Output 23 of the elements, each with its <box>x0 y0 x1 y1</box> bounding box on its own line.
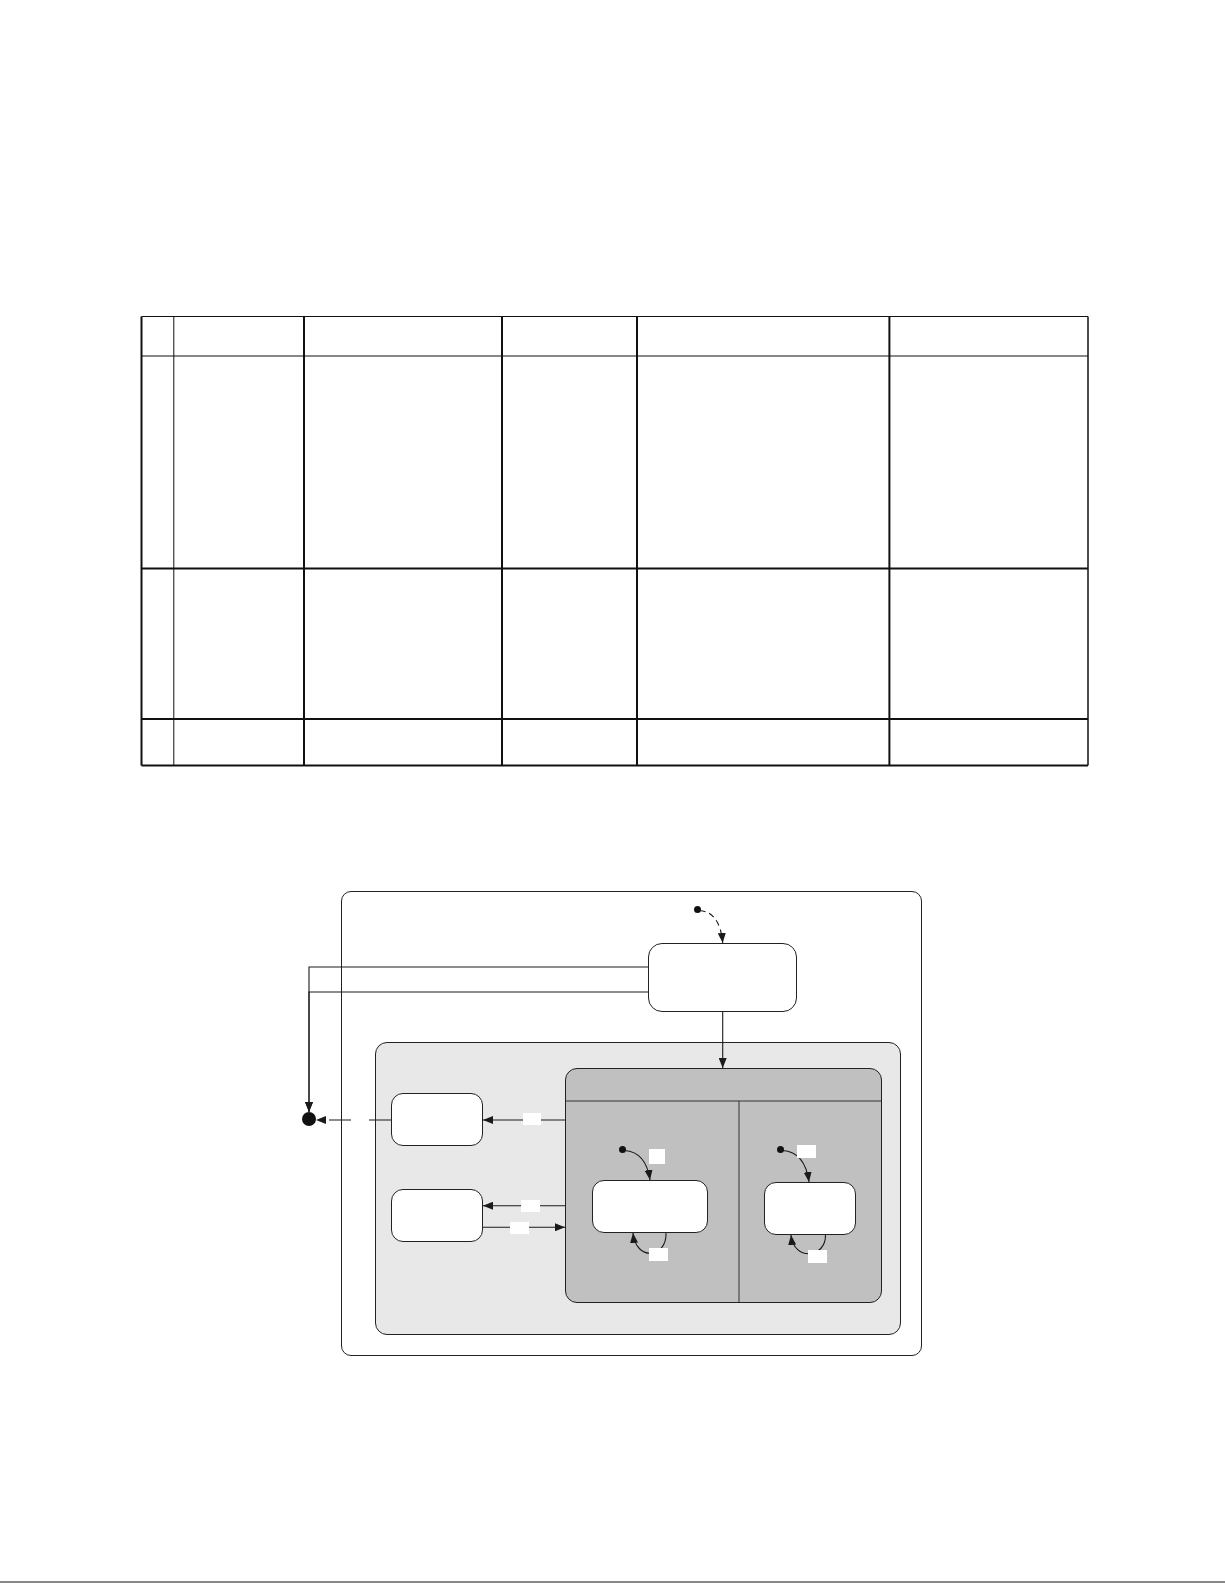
arrow <box>781 1149 812 1183</box>
initial-state-dot <box>619 1146 626 1153</box>
final-state-circle <box>302 1112 316 1126</box>
arrow <box>631 1232 667 1254</box>
arrow <box>718 1011 727 1069</box>
arrow <box>789 1234 827 1255</box>
arrow <box>482 1201 566 1210</box>
state-frame <box>341 891 922 1356</box>
dashed-arrow <box>698 909 726 944</box>
state-box <box>648 943 797 1012</box>
initial-state-dot <box>777 1146 784 1153</box>
state-box <box>391 1189 483 1242</box>
arrow <box>623 1149 653 1181</box>
state-box <box>764 1182 856 1235</box>
state-box <box>391 1093 483 1146</box>
initial-state-dot <box>694 906 701 913</box>
composite-state-panel <box>565 1068 882 1303</box>
region-panel <box>375 1042 901 1335</box>
arrow <box>482 1223 566 1232</box>
arrow <box>482 1116 566 1124</box>
state-box <box>592 1180 708 1233</box>
arrow <box>305 991 649 1113</box>
dashed-arrow <box>315 1116 392 1124</box>
